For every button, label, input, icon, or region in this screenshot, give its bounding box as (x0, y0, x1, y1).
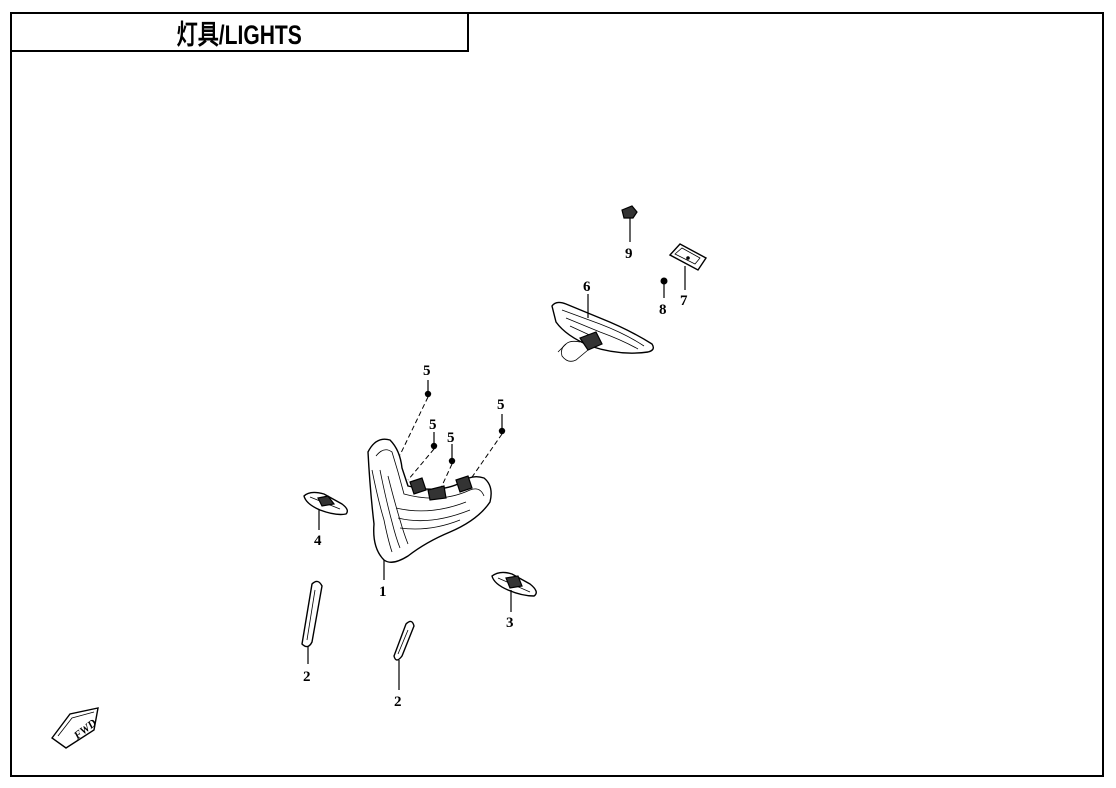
fwd-arrow-icon: FWD (51, 707, 99, 749)
part-9-clip: 9 (621, 205, 638, 262)
callout-7: 7 (680, 293, 688, 309)
callout-6: 6 (583, 279, 591, 295)
callout-4: 4 (314, 533, 322, 549)
part-2-reflector-right: 2 (393, 620, 415, 710)
part-6-rear-light: 6 (551, 279, 655, 362)
callout-2-right: 2 (394, 694, 402, 710)
title-box: 灯具/LIGHTS (10, 12, 469, 52)
part-7-plate-light: 7 (668, 243, 708, 309)
callout-9: 9 (625, 246, 633, 262)
callout-2-left: 2 (303, 669, 311, 685)
callout-1: 1 (379, 584, 387, 600)
callout-5-right: 5 (497, 397, 505, 413)
part-8-screw: 8 (659, 277, 668, 318)
drawing-frame (10, 12, 1104, 777)
callout-3: 3 (506, 615, 514, 631)
part-5-screws: 5 5 5 5 (399, 363, 506, 491)
part-1-tail-light: 1 (367, 438, 492, 600)
callout-5-mid: 5 (447, 430, 455, 446)
callout-8: 8 (659, 302, 667, 318)
part-2-reflector-left: 2 (301, 580, 323, 685)
part-3-turn-signal-right: 3 (491, 571, 537, 631)
callout-5-top: 5 (423, 363, 431, 379)
page-title: 灯具/LIGHTS (176, 19, 303, 50)
callout-5-left: 5 (429, 417, 437, 433)
part-4-turn-signal-left: 4 (303, 491, 349, 549)
